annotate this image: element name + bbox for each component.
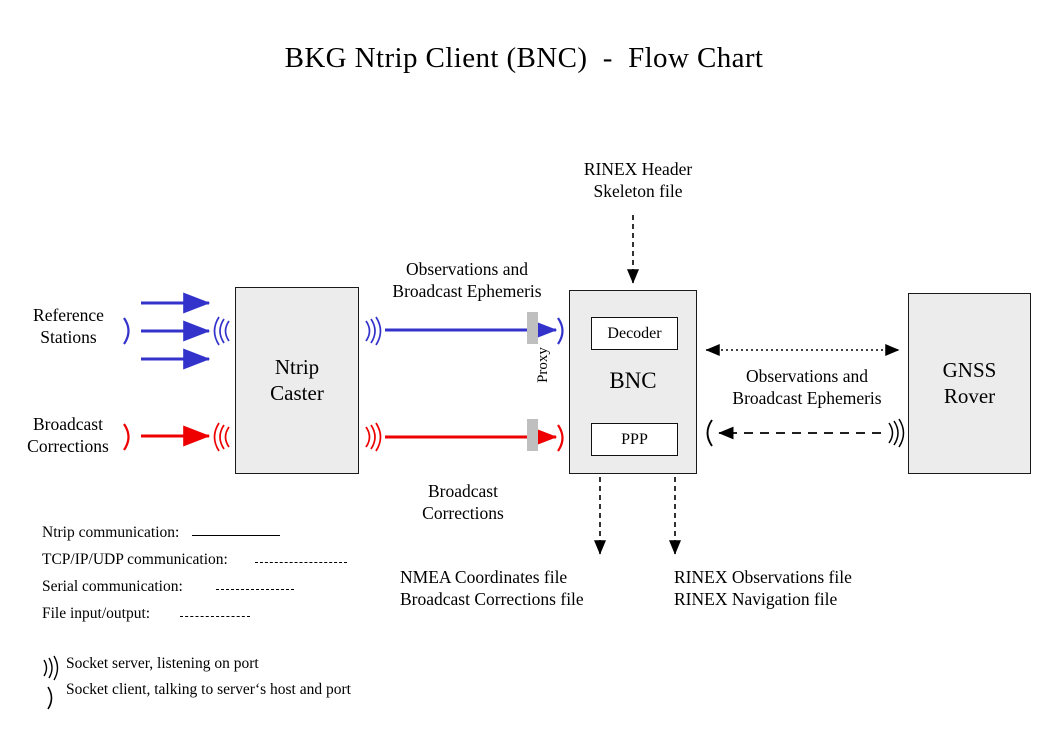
- legend-item-tcpip-label: TCP/IP/UDP communication:: [42, 551, 228, 568]
- legend-item-serial: Serial communication:: [42, 576, 372, 603]
- label-broadcast-corrections-caster: Broadcast Corrections: [422, 481, 504, 524]
- label-reference-stations: Reference Stations: [33, 305, 104, 348]
- proxy-label: Proxy: [535, 347, 551, 383]
- node-bnc-label: BNC: [609, 368, 657, 393]
- node-decoder[interactable]: Decoder: [591, 317, 678, 350]
- socket-legend-item-server-label: Socket server, listening on port: [66, 655, 259, 672]
- legend-item-file-io: File input/output:: [42, 603, 372, 630]
- socket-server-icon-rover: [888, 418, 905, 448]
- socket-client-icon-refstations: [123, 317, 130, 345]
- legend-item-serial-label: Serial communication:: [42, 578, 183, 595]
- legend-line-dotted: [180, 616, 250, 617]
- page-title: BKG Ntrip Client (BNC) - Flow Chart: [284, 42, 764, 74]
- edge-refstations-to-caster: [141, 292, 211, 370]
- socket-client-icon-bnc-rover: [706, 419, 713, 447]
- proxy-bar-bottom: [527, 419, 538, 451]
- socket-legend: Socket server, listening on port Socket …: [38, 652, 458, 704]
- label-broadcast-corrections-source: Broadcast Corrections: [27, 414, 109, 457]
- legend-item-ntrip: Ntrip communication:: [42, 522, 372, 549]
- socket-server-icon-caster-in-blue: [213, 316, 230, 346]
- legend-line-solid: [192, 535, 280, 536]
- legend-item-ntrip-label: Ntrip communication:: [42, 524, 180, 541]
- node-ntrip-caster-label: Ntrip Caster: [270, 354, 324, 405]
- node-gnss-rover-label: GNSS Rover: [942, 357, 997, 408]
- socket-client-icon-bnc-red: [557, 424, 564, 452]
- socket-server-icon-caster-out-red: [365, 422, 382, 452]
- legend: Ntrip communication: TCP/IP/UDP communic…: [42, 522, 372, 630]
- node-gnss-rover[interactable]: GNSS Rover: [908, 293, 1031, 474]
- legend-item-file-io-label: File input/output:: [42, 605, 151, 622]
- proxy-bar-top: [527, 312, 538, 344]
- node-ntrip-caster[interactable]: Ntrip Caster: [235, 287, 359, 474]
- label-nmea-output-files: NMEA Coordinates file Broadcast Correcti…: [400, 567, 584, 610]
- socket-legend-item-client-label: Socket client, talking to server‘s host …: [66, 681, 351, 698]
- socket-client-icon-bnc-blue: [557, 317, 564, 345]
- legend-line-dash-dot: [216, 589, 294, 590]
- socket-server-icon-caster-out-blue: [365, 316, 382, 346]
- label-rinex-output-files: RINEX Observations file RINEX Navigation…: [674, 567, 852, 610]
- label-observations-ephemeris-rover: Observations and Broadcast Ephemeris: [732, 366, 882, 409]
- label-rinex-header-skeleton-file: RINEX Header Skeleton file: [583, 159, 693, 202]
- label-observations-ephemeris-caster: Observations and Broadcast Ephemeris: [392, 259, 542, 302]
- socket-legend-item-client: Socket client, talking to server‘s host …: [38, 678, 458, 704]
- node-ppp[interactable]: PPP: [591, 423, 678, 456]
- node-ppp-label: PPP: [621, 430, 648, 448]
- legend-item-tcpip: TCP/IP/UDP communication:: [42, 549, 372, 576]
- legend-line-dashed: [255, 562, 347, 563]
- socket-legend-item-server: Socket server, listening on port: [38, 652, 458, 678]
- node-decoder-label: Decoder: [607, 324, 662, 342]
- socket-server-icon-caster-in-red: [213, 422, 230, 452]
